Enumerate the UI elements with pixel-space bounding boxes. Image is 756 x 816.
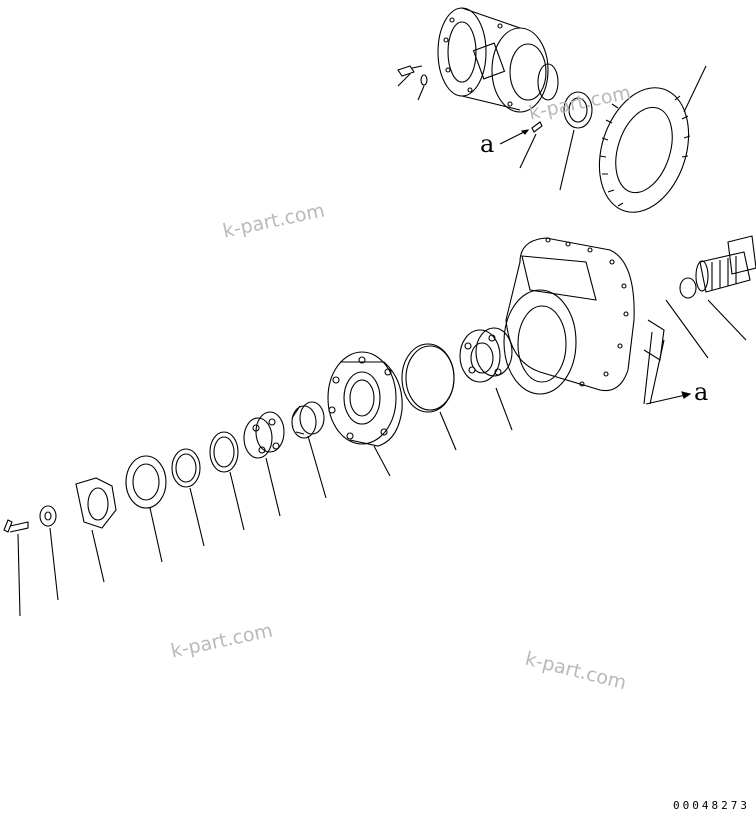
spacer-ring — [125, 455, 167, 563]
differential-case — [437, 7, 559, 113]
oil-seal — [209, 431, 245, 531]
callout-a-upper: a — [480, 130, 495, 158]
dust-seal — [171, 448, 205, 547]
callout-leader-a-lower — [643, 331, 692, 405]
bearing-cone — [291, 401, 327, 499]
o-ring-large — [401, 343, 457, 451]
case-bolt — [397, 65, 423, 87]
callout-a-lower: a — [694, 378, 709, 406]
case-washer — [417, 74, 428, 101]
coupling-yoke — [75, 477, 117, 583]
bearing-cage — [327, 351, 403, 477]
carrier-housing — [503, 237, 665, 395]
pinion-bearing-large — [459, 327, 513, 431]
yoke-bolt — [3, 519, 29, 617]
case-bearing-race — [559, 91, 593, 191]
drawing-code: 00048273 — [673, 799, 750, 812]
pinion-shaft — [695, 235, 756, 341]
case-pin — [499, 121, 543, 169]
yoke-washer — [39, 505, 59, 601]
o-ring-small — [665, 277, 709, 359]
tapered-bearing — [243, 411, 285, 517]
ring-gear — [598, 65, 707, 213]
